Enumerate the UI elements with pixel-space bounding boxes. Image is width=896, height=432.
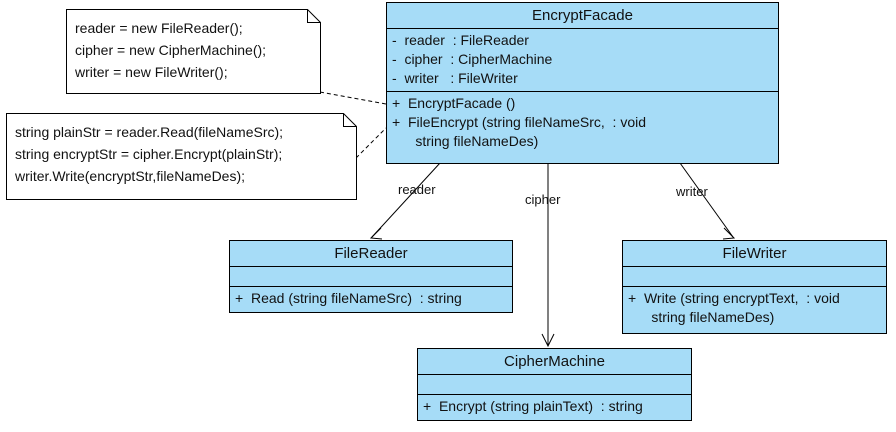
- note-constructor-text: reader = new FileReader(); cipher = new …: [75, 17, 315, 83]
- class-cipher-machine-attributes: [418, 375, 691, 395]
- operation-row: + Read (string fileNameSrc) : string: [235, 290, 462, 306]
- note-fileencrypt-shape: [6, 113, 357, 200]
- edge-writer-line: [679, 162, 734, 238]
- class-encrypt-facade-name: EncryptFacade: [387, 3, 778, 29]
- edge-label-reader: reader: [398, 182, 436, 197]
- class-file-writer[interactable]: FileWriter + Write (string encryptText, …: [622, 240, 887, 334]
- edge-reader-line: [371, 162, 441, 238]
- operation-row: string fileNameDes): [392, 133, 539, 149]
- note-line: string plainStr = reader.Read(fileNameSr…: [15, 124, 284, 140]
- note-line: string encryptStr = cipher.Encrypt(plain…: [15, 146, 283, 162]
- note-line: cipher = new CipherMachine();: [75, 42, 267, 58]
- edge-cipher-arrowhead: [541, 333, 555, 348]
- class-cipher-machine-operations: + Encrypt (string plainText) : string: [418, 395, 691, 420]
- attribute-row: - reader : FileReader: [392, 32, 529, 48]
- class-encrypt-facade-operations: + EncryptFacade () + FileEncrypt (string…: [387, 92, 778, 163]
- edge-writer-arrowhead: [722, 227, 736, 240]
- operation-row: + Write (string encryptText, : void: [628, 290, 840, 306]
- class-file-writer-name: FileWriter: [623, 241, 886, 267]
- class-file-writer-attributes: [623, 267, 886, 287]
- attribute-row: - writer : FileWriter: [392, 70, 518, 86]
- operation-row: + FileEncrypt (string fileNameSrc, : voi…: [392, 114, 647, 130]
- note-line: writer = new FileWriter();: [75, 64, 228, 80]
- note-constructor: reader = new FileReader(); cipher = new …: [66, 9, 321, 94]
- class-encrypt-facade-attributes: - reader : FileReader - cipher : CipherM…: [387, 29, 778, 92]
- class-file-reader[interactable]: FileReader + Read (string fileNameSrc) :…: [229, 240, 513, 313]
- class-encrypt-facade[interactable]: EncryptFacade - reader : FileReader - ci…: [386, 2, 779, 164]
- note-fileencrypt: string plainStr = reader.Read(fileNameSr…: [6, 113, 357, 200]
- attribute-row: - cipher : CipherMachine: [392, 51, 553, 67]
- note-constructor-shape: [66, 9, 321, 94]
- edge-label-cipher: cipher: [525, 192, 561, 207]
- operation-row: + Encrypt (string plainText) : string: [423, 398, 643, 414]
- class-file-reader-operations: + Read (string fileNameSrc) : string: [230, 287, 512, 312]
- class-cipher-machine[interactable]: CipherMachine + Encrypt (string plainTex…: [417, 348, 692, 421]
- note-line: writer.Write(encryptStr,fileNameDes);: [15, 168, 246, 184]
- note-line: reader = new FileReader();: [75, 20, 243, 36]
- note-constructor-anchor-line: [319, 91, 387, 105]
- note-fileencrypt-text: string plainStr = reader.Read(fileNameSr…: [15, 121, 351, 187]
- class-file-writer-operations: + Write (string encryptText, : void stri…: [623, 287, 886, 333]
- class-file-reader-attributes: [230, 267, 512, 287]
- operation-row: string fileNameDes): [628, 309, 775, 325]
- edge-label-writer: writer: [676, 184, 708, 199]
- operation-row: + EncryptFacade (): [392, 95, 516, 111]
- class-cipher-machine-name: CipherMachine: [418, 349, 691, 375]
- note-fileencrypt-anchor-line: [355, 127, 387, 159]
- edge-reader-arrowhead: [369, 227, 383, 240]
- class-file-reader-name: FileReader: [230, 241, 512, 267]
